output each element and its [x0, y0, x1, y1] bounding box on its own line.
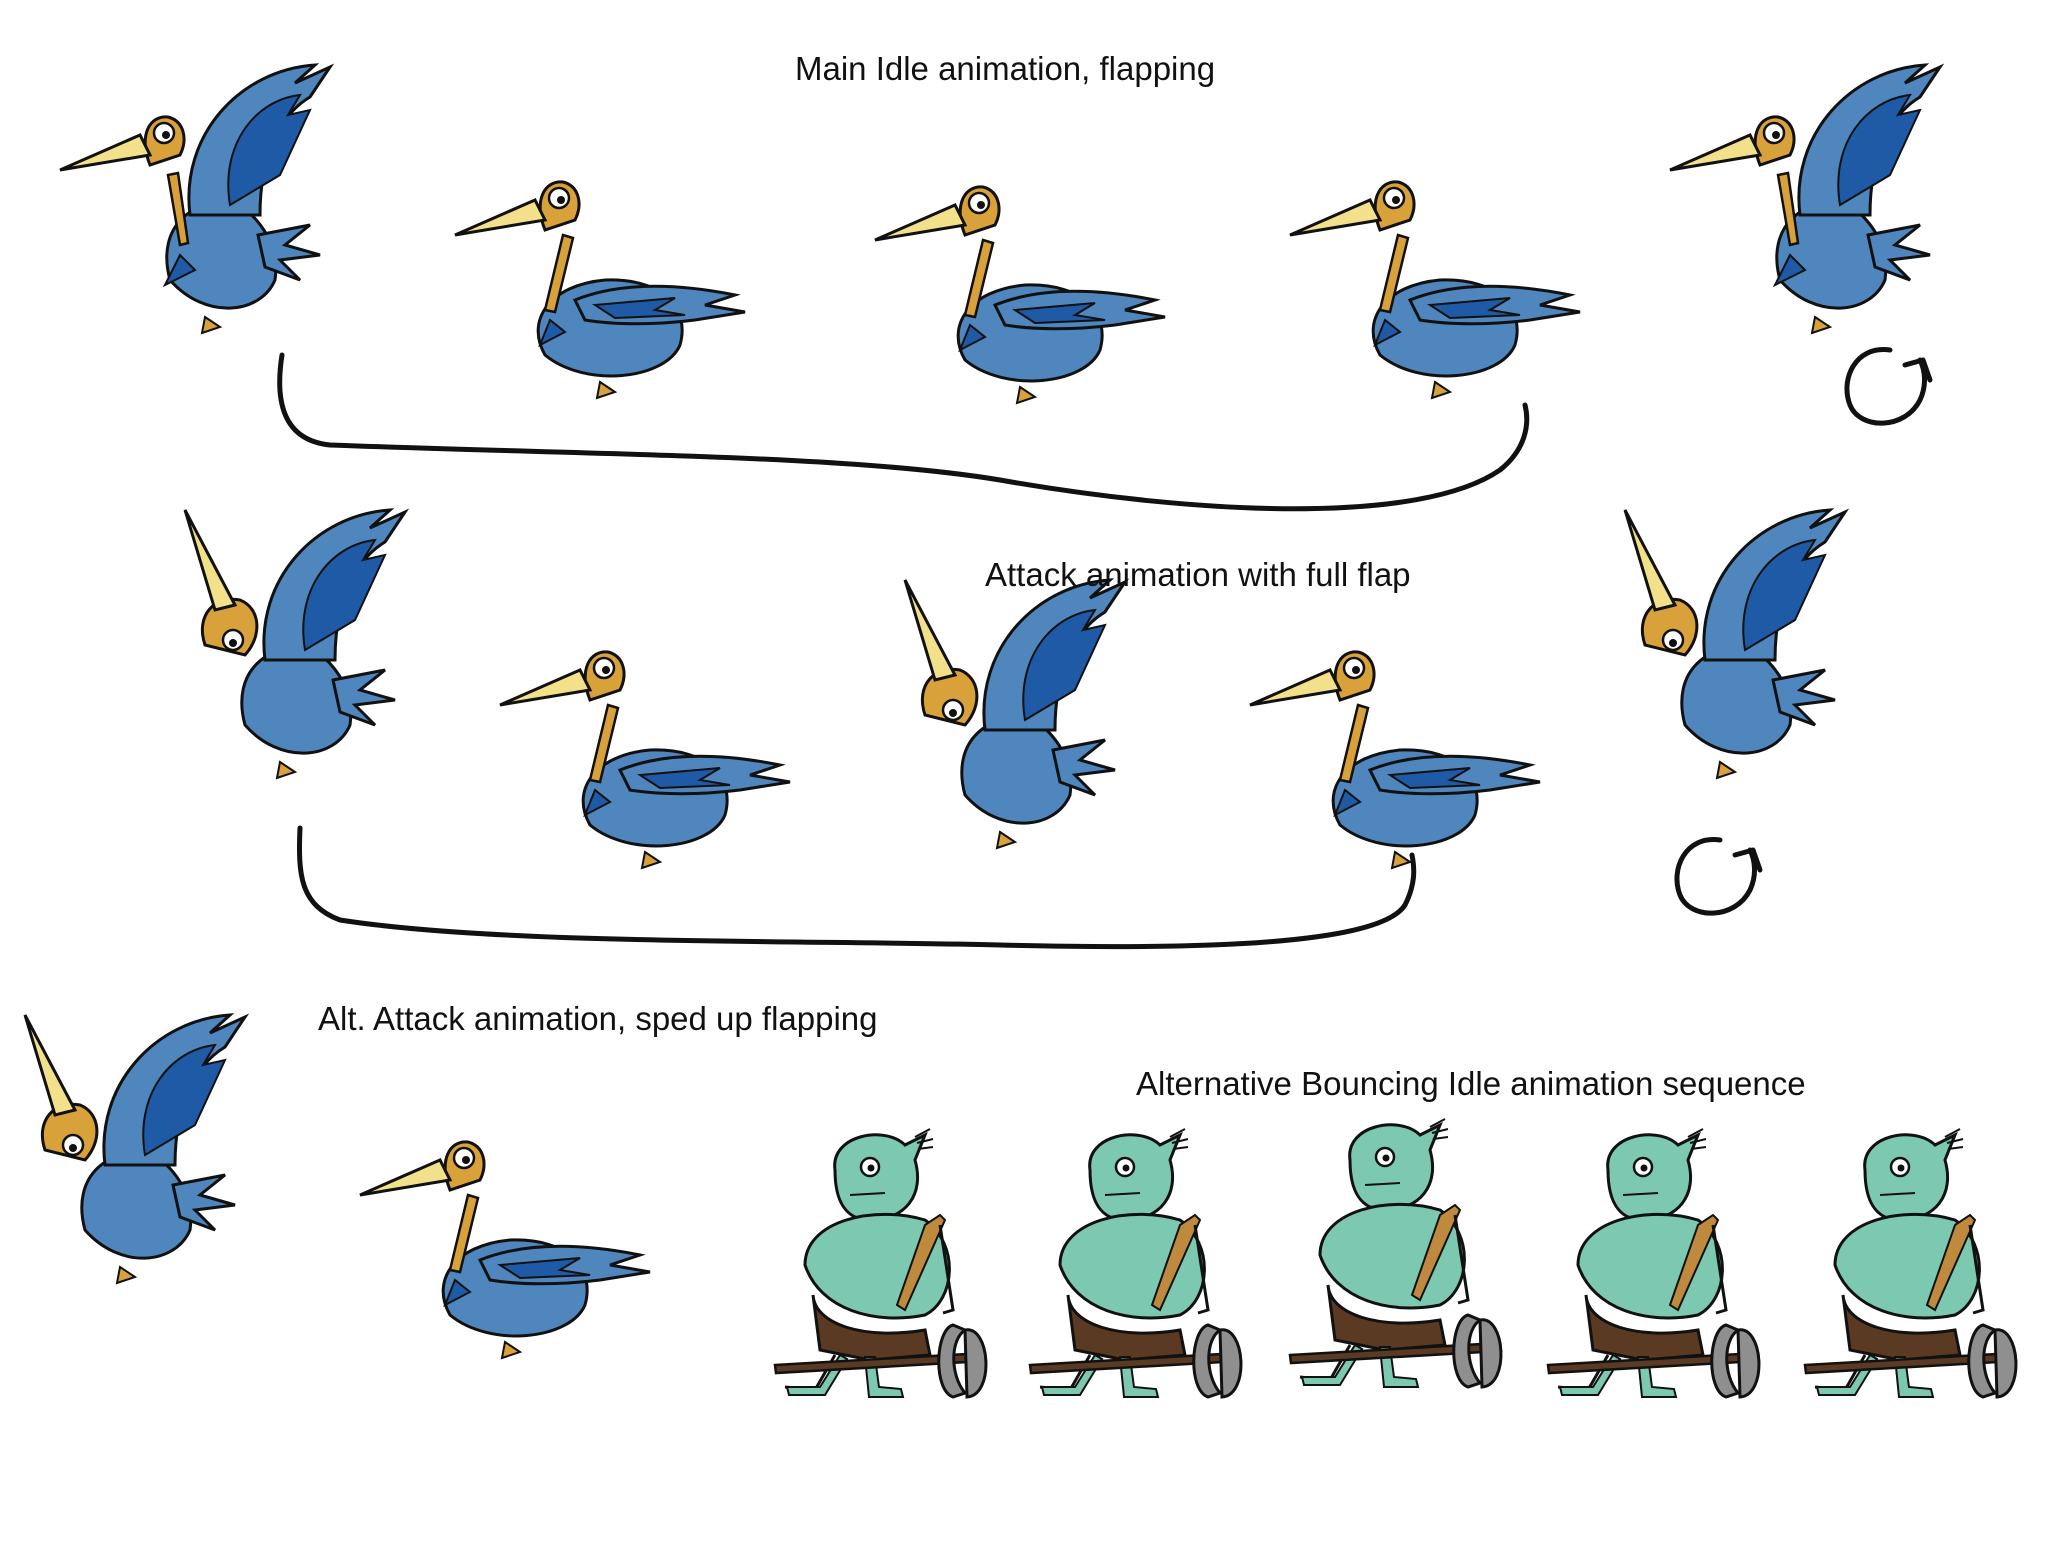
bird-frame-2 — [453, 180, 747, 400]
troll-frame-5 — [1803, 1127, 2018, 1399]
bird-frame-3 — [903, 578, 1127, 850]
loop-arrow-icon — [1677, 840, 1760, 914]
bird-frame-2 — [358, 1140, 652, 1360]
main-idle-label: Main Idle animation, flapping — [795, 50, 1216, 87]
frame-bracket — [297, 825, 1417, 950]
loop-arrow-icon — [1847, 350, 1930, 424]
bird-frame-5 — [1668, 63, 1942, 335]
frame-bracket — [277, 352, 1530, 512]
bird-frame-1 — [23, 1013, 247, 1285]
attack-full-flap-row — [183, 508, 1847, 950]
bird-frame-3 — [873, 185, 1167, 405]
alt-bouncing-idle-row — [773, 1117, 2018, 1399]
alt-attack-row — [23, 1013, 652, 1360]
bird-frame-2 — [498, 650, 792, 870]
bird-frame-1 — [58, 63, 332, 335]
alt-bouncing-idle-label: Alternative Bouncing Idle animation sequ… — [1136, 1065, 1806, 1102]
troll-frame-2 — [1028, 1127, 1243, 1399]
main-idle-row — [58, 63, 1942, 512]
bird-frame-4 — [1288, 180, 1582, 400]
bird-frame-4 — [1248, 650, 1542, 870]
troll-frame-4 — [1546, 1127, 1761, 1399]
bird-frame-1 — [183, 508, 407, 780]
troll-frame-1 — [773, 1127, 988, 1399]
troll-frame-3 — [1288, 1117, 1503, 1389]
attack-full-flap-label: Attack animation with full flap — [985, 556, 1411, 593]
bird-frame-5 — [1623, 508, 1847, 780]
alt-attack-label: Alt. Attack animation, sped up flapping — [318, 1000, 878, 1037]
